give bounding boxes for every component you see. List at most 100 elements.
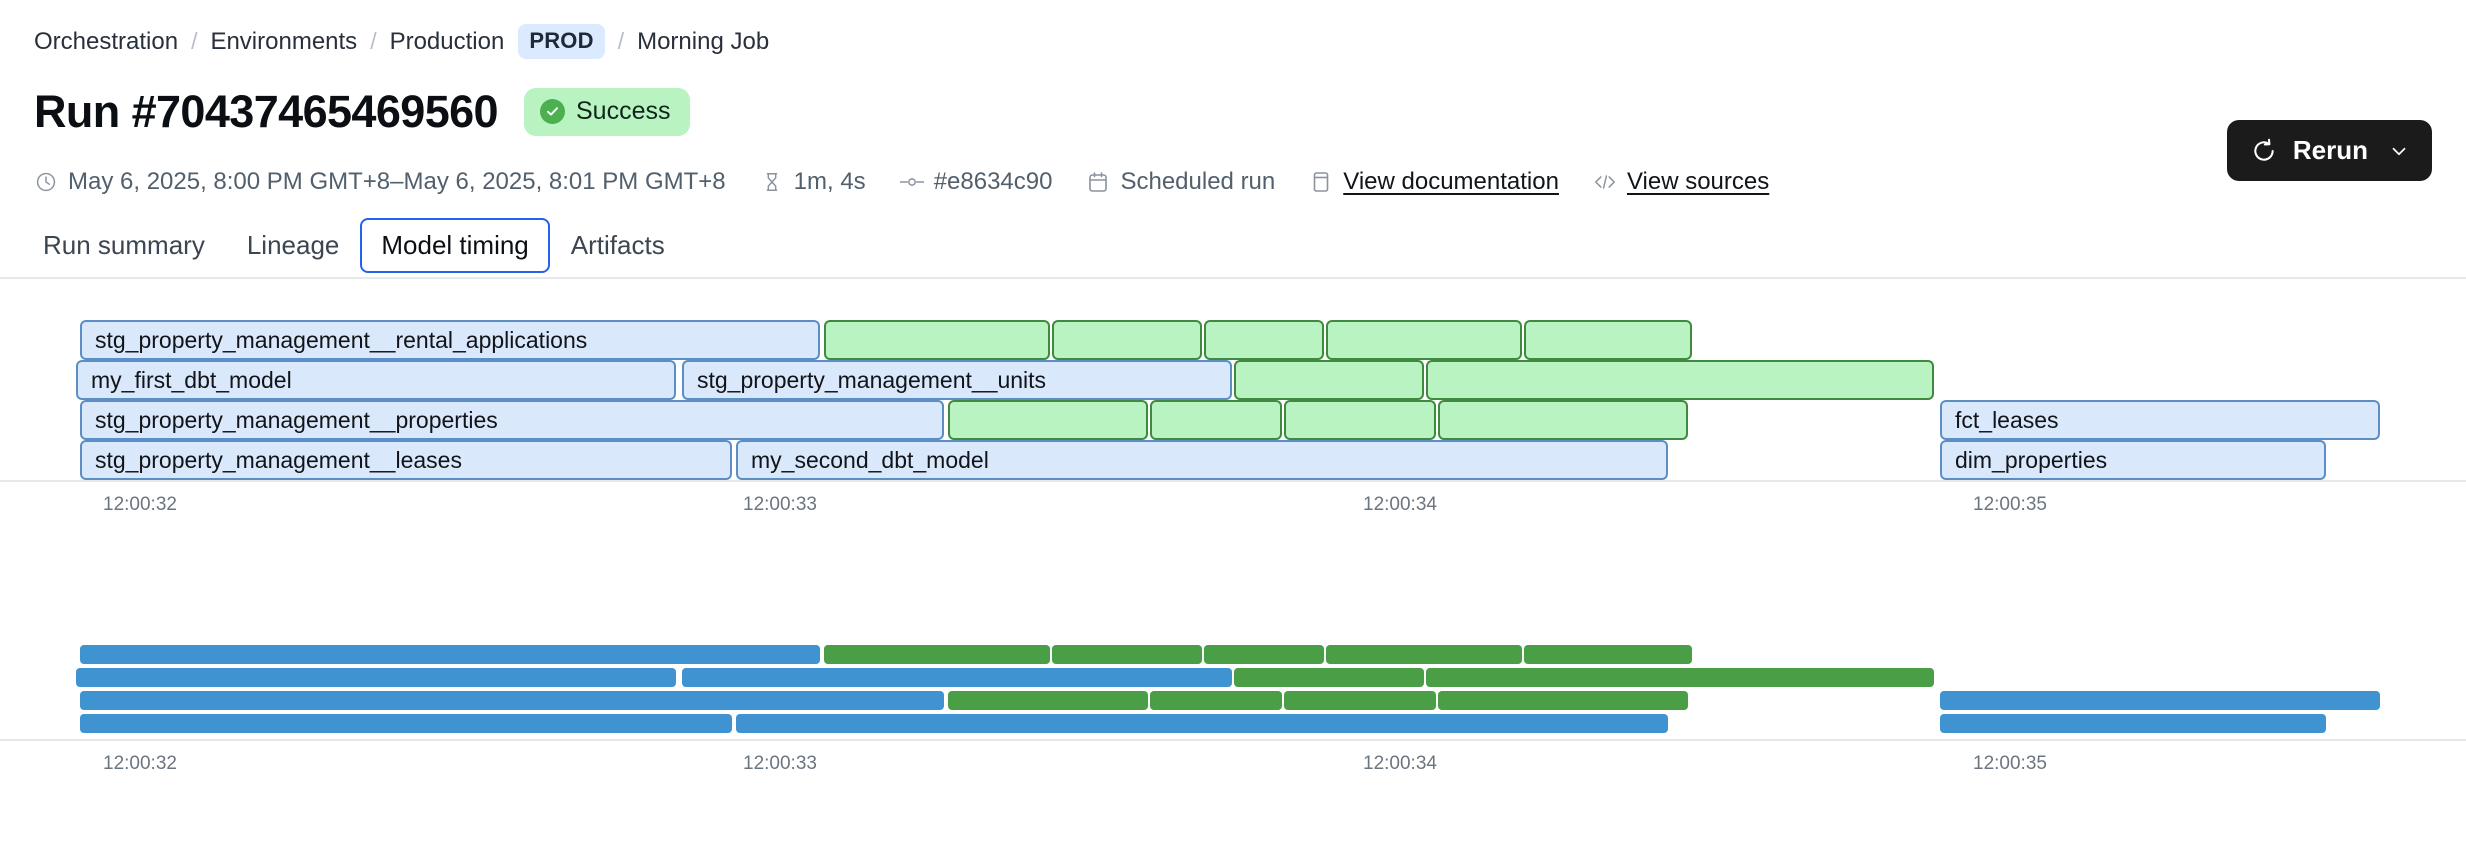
check-circle-icon bbox=[539, 99, 565, 124]
meta-trigger-label: Scheduled run bbox=[1120, 168, 1276, 195]
minimap-bar[interactable] bbox=[1438, 691, 1688, 710]
breadcrumb-item-morning-job[interactable]: Morning Job bbox=[637, 27, 770, 55]
minimap-bar[interactable] bbox=[1426, 668, 1934, 687]
status-label: Success bbox=[575, 97, 671, 125]
minimap-row[interactable] bbox=[0, 645, 2466, 664]
refresh-icon bbox=[2251, 138, 2277, 164]
meta-trigger: Scheduled run bbox=[1086, 168, 1275, 196]
minimap-row[interactable] bbox=[0, 668, 2466, 687]
breadcrumb-item-orchestration[interactable]: Orchestration bbox=[34, 27, 179, 55]
minimap-bar[interactable] bbox=[948, 691, 1148, 710]
run-metadata: May 6, 2025, 8:00 PM GMT+8–May 6, 2025, … bbox=[34, 168, 1769, 196]
minimap-bar[interactable] bbox=[1150, 691, 1282, 710]
meta-commit-label[interactable]: #e8634c90 bbox=[933, 168, 1053, 195]
gantt-bar-test[interactable] bbox=[1052, 320, 1202, 360]
meta-time-range: May 6, 2025, 8:00 PM GMT+8–May 6, 2025, … bbox=[34, 168, 726, 196]
axis-tick-label: 12:00:34 bbox=[1363, 753, 1437, 774]
model-timing-minimap[interactable]: 12:00:32 12:00:33 12:00:34 12:00:35 bbox=[0, 645, 2466, 779]
gantt-minimap-rows[interactable] bbox=[0, 645, 2466, 733]
breadcrumb-item-production[interactable]: Production bbox=[389, 27, 505, 55]
minimap-bar[interactable] bbox=[682, 668, 1232, 687]
tab-model-timing[interactable]: Model timing bbox=[360, 218, 550, 273]
breadcrumb-item-environments[interactable]: Environments bbox=[210, 27, 358, 55]
minimap-bar[interactable] bbox=[1524, 645, 1692, 664]
model-timing-chart: stg_property_management__rental_applicat… bbox=[0, 320, 2466, 520]
chevron-down-icon[interactable] bbox=[2388, 140, 2410, 162]
minimap-bar[interactable] bbox=[1234, 668, 1424, 687]
tab-run-summary[interactable]: Run summary bbox=[22, 218, 226, 273]
calendar-icon bbox=[1086, 170, 1110, 194]
meta-commit: #e8634c90 bbox=[899, 168, 1053, 196]
tab-bar-divider bbox=[0, 277, 2466, 279]
gantt-bar-label: my_second_dbt_model bbox=[751, 446, 989, 473]
gantt-detail-rows: stg_property_management__rental_applicat… bbox=[0, 320, 2466, 480]
minimap-bar[interactable] bbox=[736, 714, 1668, 733]
minimap-bar[interactable] bbox=[1940, 691, 2380, 710]
gantt-row: my_first_dbt_model stg_property_managemen… bbox=[0, 360, 2466, 400]
gantt-bar-test[interactable] bbox=[1524, 320, 1692, 360]
minimap-bar[interactable] bbox=[80, 714, 732, 733]
gantt-bar-test[interactable] bbox=[824, 320, 1050, 360]
gantt-bar-label: fct_leases bbox=[1955, 406, 2059, 433]
meta-time-range-label: May 6, 2025, 8:00 PM GMT+8–May 6, 2025, … bbox=[68, 168, 726, 195]
breadcrumb-separator: / bbox=[617, 28, 625, 54]
meta-duration-label: 1m, 4s bbox=[793, 168, 866, 195]
axis-tick-label: 12:00:35 bbox=[1973, 753, 2047, 774]
minimap-row[interactable] bbox=[0, 691, 2466, 710]
gantt-bar-test[interactable] bbox=[948, 400, 1148, 440]
rerun-button[interactable]: Rerun bbox=[2226, 120, 2432, 181]
minimap-bar[interactable] bbox=[1052, 645, 1202, 664]
gantt-bar-label: stg_property_management__leases bbox=[95, 446, 462, 473]
gantt-bar-dim_properties[interactable]: dim_properties bbox=[1940, 440, 2326, 480]
minimap-bar[interactable] bbox=[80, 691, 944, 710]
view-sources-link[interactable]: View sources bbox=[1626, 168, 1770, 195]
axis-tick-label: 12:00:32 bbox=[103, 753, 177, 774]
minimap-bar[interactable] bbox=[80, 645, 820, 664]
minimap-row[interactable] bbox=[0, 714, 2466, 733]
breadcrumb-separator: / bbox=[370, 28, 377, 54]
title-row: Run #70437465469560 Success bbox=[34, 86, 691, 138]
gantt-row: stg_property_management__leases my_second… bbox=[0, 440, 2466, 480]
gantt-bar-my_first_dbt_model[interactable]: my_first_dbt_model bbox=[76, 360, 676, 400]
code-icon bbox=[1593, 170, 1617, 194]
gantt-bar-test[interactable] bbox=[1234, 360, 1424, 400]
git-commit-icon bbox=[899, 170, 924, 194]
gantt-bar-test[interactable] bbox=[1150, 400, 1282, 440]
gantt-bar-stg_property_management__units[interactable]: stg_property_management__units bbox=[682, 360, 1232, 400]
gantt-bar-test[interactable] bbox=[1438, 400, 1688, 440]
meta-sources[interactable]: View sources bbox=[1593, 168, 1769, 196]
gantt-bar-test[interactable] bbox=[1326, 320, 1522, 360]
minimap-bar[interactable] bbox=[76, 668, 676, 687]
minimap-bar[interactable] bbox=[1326, 645, 1522, 664]
gantt-row: stg_property_management__rental_applicat… bbox=[0, 320, 2466, 360]
minimap-bar[interactable] bbox=[824, 645, 1050, 664]
gantt-bar-test[interactable] bbox=[1204, 320, 1324, 360]
clock-icon bbox=[34, 170, 58, 194]
tab-lineage[interactable]: Lineage bbox=[226, 218, 361, 273]
gantt-bar-label: stg_property_management__rental_applicat… bbox=[95, 326, 588, 353]
book-icon bbox=[1309, 170, 1333, 194]
gantt-bar-fct_leases[interactable]: fct_leases bbox=[1940, 400, 2380, 440]
gantt-bar-test[interactable] bbox=[1284, 400, 1436, 440]
gantt-bar-label: my_first_dbt_model bbox=[91, 366, 292, 393]
gantt-minimap-axis: 12:00:32 12:00:33 12:00:34 12:00:35 bbox=[0, 739, 2466, 779]
minimap-bar[interactable] bbox=[1284, 691, 1436, 710]
minimap-bar[interactable] bbox=[1204, 645, 1324, 664]
page-title: Run #70437465469560 bbox=[34, 86, 499, 137]
gantt-bar-test[interactable] bbox=[1426, 360, 1934, 400]
tab-artifacts[interactable]: Artifacts bbox=[550, 218, 686, 273]
gantt-bar-stg_property_management__rental_applications[interactable]: stg_property_management__rental_applicat… bbox=[80, 320, 820, 360]
gantt-bar-stg_property_management__leases[interactable]: stg_property_management__leases bbox=[80, 440, 732, 480]
gantt-bar-label: dim_properties bbox=[1955, 446, 2108, 473]
view-documentation-link[interactable]: View documentation bbox=[1343, 168, 1559, 195]
gantt-bar-my_second_dbt_model[interactable]: my_second_dbt_model bbox=[736, 440, 1668, 480]
gantt-bar-label: stg_property_management__units bbox=[697, 366, 1047, 393]
environment-badge-prod: PROD bbox=[518, 24, 605, 59]
axis-tick-label: 12:00:33 bbox=[743, 753, 817, 774]
gantt-bar-stg_property_management__properties[interactable]: stg_property_management__properties bbox=[80, 400, 944, 440]
minimap-bar[interactable] bbox=[1940, 714, 2326, 733]
meta-documentation[interactable]: View documentation bbox=[1309, 168, 1559, 196]
